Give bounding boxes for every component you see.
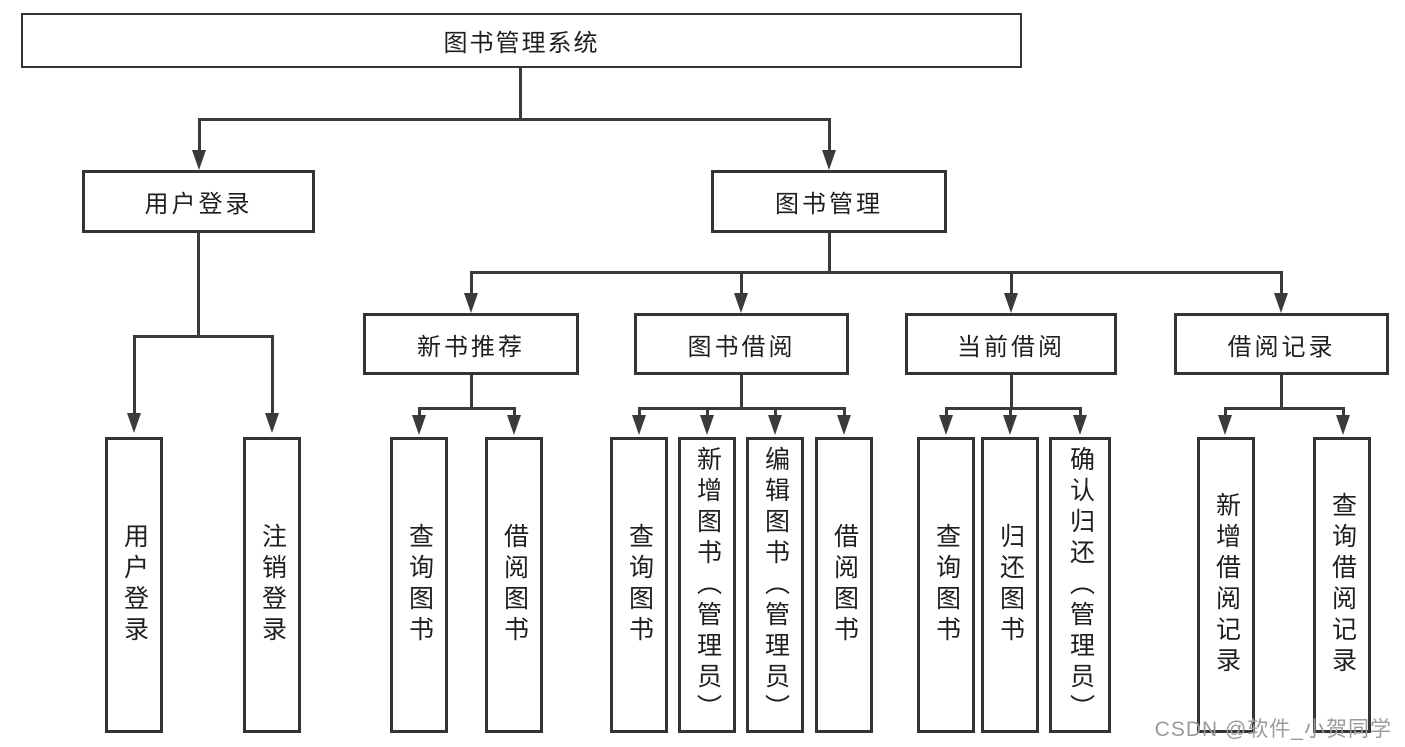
connector-line [1010, 375, 1013, 408]
arrow-down-icon [734, 293, 748, 313]
connector-line [1280, 271, 1283, 295]
leaf-add-books-admin: 新增图书（管理员） [678, 437, 736, 733]
leaf-confirm-return-admin: 确认归还（管理员） [1049, 437, 1111, 733]
leaf-logout: 注销登录 [243, 437, 301, 733]
arrow-down-icon [632, 415, 646, 435]
arrow-down-icon [1073, 415, 1087, 435]
arrow-down-icon [1274, 293, 1288, 313]
connector-line [1342, 407, 1345, 417]
leaf-query-books-recommend: 查询图书 [390, 437, 448, 733]
arrow-down-icon [127, 413, 141, 433]
arrow-down-icon [822, 150, 836, 170]
connector-line [271, 335, 274, 415]
connector-line [740, 271, 743, 295]
connector-line [1010, 271, 1013, 295]
leaf-query-books-borrow: 查询图书 [610, 437, 668, 733]
arrow-down-icon [939, 415, 953, 435]
node-library-system: 图书管理系统 [21, 13, 1022, 68]
arrow-down-icon [1004, 293, 1018, 313]
node-book-management: 图书管理 [711, 170, 947, 233]
connector-line [470, 375, 473, 408]
arrow-down-icon [192, 150, 206, 170]
connector-line [470, 271, 473, 295]
connector-line [197, 233, 200, 336]
leaf-query-books-current: 查询图书 [917, 437, 975, 733]
csdn-watermark: CSDN @软件_小贺同学 [1154, 718, 1392, 741]
connector-line [1280, 375, 1283, 408]
connector-line [740, 375, 743, 408]
connector-line [638, 407, 845, 410]
arrow-down-icon [265, 413, 279, 433]
connector-line [1224, 407, 1344, 410]
connector-line [198, 118, 831, 121]
leaf-query-borrow-record: 查询借阅记录 [1313, 437, 1371, 733]
leaf-borrow-books-recommend: 借阅图书 [485, 437, 543, 733]
connector-line [513, 407, 516, 417]
connector-line [828, 118, 831, 152]
leaf-edit-books-admin: 编辑图书（管理员） [746, 437, 804, 733]
connector-line [418, 407, 516, 410]
arrow-down-icon [1218, 415, 1232, 435]
node-borrow-record: 借阅记录 [1174, 313, 1389, 375]
arrow-down-icon [464, 293, 478, 313]
leaf-user-login: 用户登录 [105, 437, 163, 733]
connector-line [1079, 407, 1082, 417]
leaf-return-books: 归还图书 [981, 437, 1039, 733]
node-current-borrow: 当前借阅 [905, 313, 1117, 375]
connector-line [945, 407, 1081, 410]
connector-line [470, 271, 1282, 274]
connector-line [828, 233, 831, 274]
connector-line [198, 118, 201, 152]
connector-line [706, 407, 709, 417]
arrow-down-icon [837, 415, 851, 435]
connector-line [945, 407, 948, 417]
connector-line [638, 407, 641, 417]
connector-line [133, 335, 136, 415]
node-book-borrow: 图书借阅 [634, 313, 849, 375]
connector-line [1009, 407, 1012, 417]
connector-line [519, 68, 522, 118]
connector-line [133, 335, 274, 338]
arrow-down-icon [700, 415, 714, 435]
connector-line [843, 407, 846, 417]
arrow-down-icon [412, 415, 426, 435]
connector-line [418, 407, 421, 417]
connector-line [774, 407, 777, 417]
connector-line [1224, 407, 1227, 417]
leaf-add-borrow-record: 新增借阅记录 [1197, 437, 1255, 733]
leaf-borrow-books: 借阅图书 [815, 437, 873, 733]
node-new-book-recommend: 新书推荐 [363, 313, 579, 375]
node-user-login: 用户登录 [82, 170, 315, 233]
arrow-down-icon [507, 415, 521, 435]
arrow-down-icon [1003, 415, 1017, 435]
arrow-down-icon [768, 415, 782, 435]
arrow-down-icon [1336, 415, 1350, 435]
